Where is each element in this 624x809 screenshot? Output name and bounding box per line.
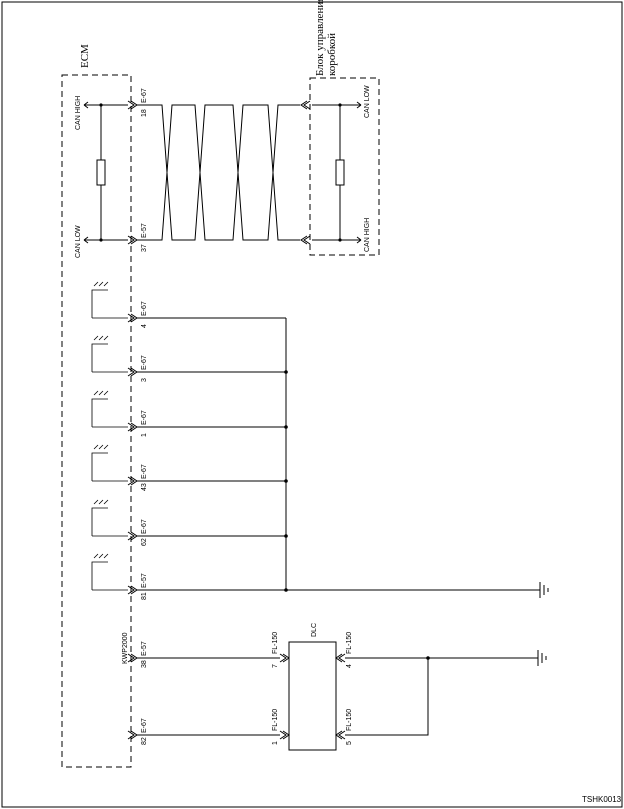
dlc-pin-7-conn: FL-150 bbox=[272, 632, 279, 654]
ecm-can-high-connector bbox=[127, 100, 138, 110]
wire-dlc5-to-junction bbox=[345, 658, 429, 736]
ecm-internal-ground-icon bbox=[91, 390, 128, 428]
ground-pin-row: 62 E-67 bbox=[91, 499, 288, 546]
ground-pin-conn: E-57 bbox=[141, 573, 148, 588]
ecm-can-high-conn: E-67 bbox=[141, 88, 148, 103]
ecm-pin-82-label: 82 bbox=[141, 737, 148, 745]
ecm-pin-38-connector bbox=[127, 653, 138, 663]
dlc-pin-1-conn: FL-150 bbox=[272, 709, 279, 731]
can-twisted-pair bbox=[137, 104, 300, 241]
dlc-pin-5-connector bbox=[335, 730, 346, 740]
ecm-box bbox=[61, 74, 132, 768]
tcm-box bbox=[309, 77, 380, 256]
ecm-pin-82-connector bbox=[127, 730, 138, 740]
ground-pin-conn: E-67 bbox=[141, 410, 148, 425]
tcm-label-line2: коробкой bbox=[326, 33, 338, 76]
ground-pin-conn: E-67 bbox=[141, 464, 148, 479]
tcm-can-low-connector bbox=[300, 100, 311, 110]
dlc-pin-5-label: 5 bbox=[346, 741, 353, 745]
kwp-label: KWP2000 bbox=[122, 632, 129, 664]
dlc-pin-1-connector bbox=[279, 730, 290, 740]
dlc-pin-4-label: 4 bbox=[346, 664, 353, 668]
ground-pin-row: 1 E-67 bbox=[91, 390, 288, 437]
ecm-internal-ground-icon bbox=[91, 499, 128, 537]
dlc-pin-4-connector bbox=[335, 653, 346, 663]
ground-symbol-main bbox=[539, 582, 549, 598]
ground-pin-number: 62 bbox=[141, 538, 148, 546]
ground-pin-connector bbox=[127, 313, 138, 323]
ground-pin-connector bbox=[127, 531, 138, 541]
ecm-pin-82-conn: E-67 bbox=[141, 718, 148, 733]
dlc-pin-7-label: 7 bbox=[272, 664, 279, 668]
dlc-label: DLC bbox=[311, 623, 318, 637]
ground-pin-number: 81 bbox=[141, 592, 148, 600]
ecm-internal-ground-icon bbox=[91, 553, 128, 591]
ecm-pin-38-label: 38 bbox=[141, 660, 148, 668]
ecm-can-high-pin: 18 bbox=[141, 109, 148, 117]
ecm-internal-ground-icon bbox=[91, 444, 128, 482]
tcm-can-low-label: CAN LOW bbox=[364, 85, 371, 118]
dlc-pin-4-conn: FL-150 bbox=[346, 632, 353, 654]
ground-pin-conn: E-67 bbox=[141, 355, 148, 370]
ground-pin-number: 43 bbox=[141, 483, 148, 491]
ground-pin-conn: E-67 bbox=[141, 519, 148, 534]
dlc-pin-7-connector bbox=[279, 653, 290, 663]
ground-pin-connector bbox=[127, 367, 138, 377]
dlc-pin-1-label: 1 bbox=[272, 741, 279, 745]
ground-pin-row: 3 E-67 bbox=[91, 335, 288, 382]
dlc-pin-5-conn: FL-150 bbox=[346, 709, 353, 731]
ground-pin-row: 81 E-57 bbox=[91, 553, 288, 600]
ecm-pin-38-conn: E-57 bbox=[141, 641, 148, 656]
ecm-internal-ground-icon bbox=[91, 335, 128, 373]
ground-symbol-dlc bbox=[537, 650, 547, 666]
tcm-can-high-label: CAN HIGH bbox=[364, 218, 371, 252]
ground-pin-row: 4 E-67 bbox=[91, 281, 286, 328]
ground-pin-number: 1 bbox=[141, 433, 148, 437]
ecm-terminator-resistor bbox=[96, 159, 106, 186]
ground-pin-number: 3 bbox=[141, 378, 148, 382]
ground-pin-connector bbox=[127, 476, 138, 486]
ecm-can-low-pin: 37 bbox=[141, 244, 148, 252]
ecm-can-high-label: CAN HIGH bbox=[75, 96, 82, 130]
tcm-terminator-resistor bbox=[335, 159, 345, 186]
ground-pin-connector bbox=[127, 422, 138, 432]
ecm-internal-ground-icon bbox=[91, 281, 128, 319]
dlc-box bbox=[288, 641, 337, 751]
ground-pin-conn: E-67 bbox=[141, 301, 148, 316]
ecm-can-low-conn: E-57 bbox=[141, 223, 148, 238]
ground-pin-row: 43 E-67 bbox=[91, 444, 288, 491]
ground-pin-connector bbox=[127, 585, 138, 595]
ecm-label: ECM bbox=[79, 44, 91, 68]
ecm-can-low-connector bbox=[127, 235, 138, 245]
diagram-code: TSHK0013 bbox=[582, 795, 622, 804]
ecm-can-low-label: CAN LOW bbox=[75, 225, 82, 258]
tcm-can-high-connector bbox=[300, 235, 311, 245]
tcm-label-line1: Блок управления bbox=[314, 0, 326, 76]
ground-pin-number: 4 bbox=[141, 324, 148, 328]
